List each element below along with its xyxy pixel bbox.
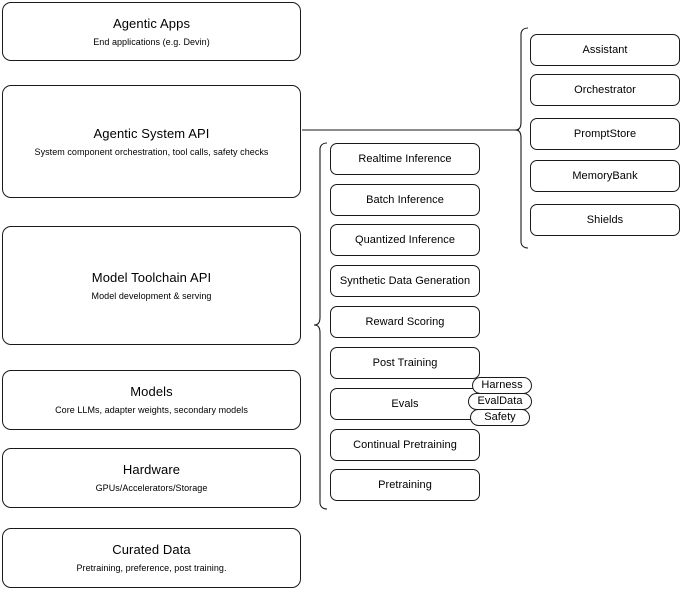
chip-label: Assistant <box>582 44 628 56</box>
brace-model-toolchain <box>313 142 328 510</box>
chip-label: Post Training <box>372 357 438 369</box>
chip-label: PromptStore <box>573 128 637 140</box>
chip-label: Quantized Inference <box>354 234 455 246</box>
layer-agentic-system-api[interactable]: Agentic System API System component orch… <box>2 85 301 198</box>
chip-label: Realtime Inference <box>358 153 452 165</box>
layer-title: Hardware <box>122 462 181 477</box>
toolchain-item-pretraining[interactable]: Pretraining <box>330 469 480 501</box>
chip-label: Batch Inference <box>366 194 444 206</box>
brace-agentic-components <box>514 27 529 249</box>
pill-label: Harness <box>481 379 523 391</box>
layer-subtitle: GPUs/Accelerators/Storage <box>95 483 208 493</box>
layer-title: Agentic Apps <box>112 15 191 31</box>
layer-title: Agentic System API <box>93 125 210 141</box>
chip-label: Synthetic Data Generation <box>339 275 471 287</box>
toolchain-item-realtime-inference[interactable]: Realtime Inference <box>330 143 480 175</box>
chip-label: Reward Scoring <box>365 316 445 328</box>
eval-pill-safety[interactable]: Safety <box>470 409 530 426</box>
chip-label: Continual Pretraining <box>353 439 457 451</box>
layer-subtitle: Pretraining, preference, post training. <box>76 563 227 573</box>
toolchain-item-batch-inference[interactable]: Batch Inference <box>330 184 480 216</box>
layer-subtitle: Model development & serving <box>91 290 212 301</box>
layer-model-toolchain-api[interactable]: Model Toolchain API Model development & … <box>2 226 301 345</box>
toolchain-item-synthetic-data-generation[interactable]: Synthetic Data Generation <box>330 265 480 297</box>
toolchain-item-continual-pretraining[interactable]: Continual Pretraining <box>330 429 480 461</box>
chip-label: Evals <box>391 398 419 410</box>
layer-title: Curated Data <box>112 542 191 557</box>
agentic-item-shields[interactable]: Shields <box>530 204 680 236</box>
layer-title: Model Toolchain API <box>91 269 212 285</box>
layer-models[interactable]: Models Core LLMs, adapter weights, secon… <box>2 370 301 430</box>
pill-label: Safety <box>484 411 516 423</box>
agentic-item-promptstore[interactable]: PromptStore <box>530 118 680 150</box>
toolchain-item-reward-scoring[interactable]: Reward Scoring <box>330 306 480 338</box>
toolchain-item-post-training[interactable]: Post Training <box>330 347 480 379</box>
layer-subtitle: System component orchestration, tool cal… <box>34 146 269 157</box>
layer-subtitle: End applications (e.g. Devin) <box>93 36 210 47</box>
chip-label: Orchestrator <box>574 84 636 96</box>
agentic-item-memorybank[interactable]: MemoryBank <box>530 160 680 192</box>
toolchain-item-quantized-inference[interactable]: Quantized Inference <box>330 224 480 256</box>
chip-label: Pretraining <box>378 479 432 491</box>
layer-hardware[interactable]: Hardware GPUs/Accelerators/Storage <box>2 448 301 508</box>
layer-title: Models <box>130 384 173 399</box>
eval-pill-evaldata[interactable]: EvalData <box>468 393 532 410</box>
eval-pill-harness[interactable]: Harness <box>472 377 532 394</box>
agentic-item-orchestrator[interactable]: Orchestrator <box>530 74 680 106</box>
pill-label: EvalData <box>477 395 523 407</box>
layer-curated-data[interactable]: Curated Data Pretraining, preference, po… <box>2 528 301 588</box>
layer-agentic-apps[interactable]: Agentic Apps End applications (e.g. Devi… <box>2 2 301 61</box>
chip-label: Shields <box>586 214 624 226</box>
chip-label: MemoryBank <box>572 170 638 182</box>
layer-subtitle: Core LLMs, adapter weights, secondary mo… <box>55 405 248 415</box>
toolchain-item-evals[interactable]: Evals <box>330 388 480 420</box>
agentic-item-assistant[interactable]: Assistant <box>530 34 680 66</box>
